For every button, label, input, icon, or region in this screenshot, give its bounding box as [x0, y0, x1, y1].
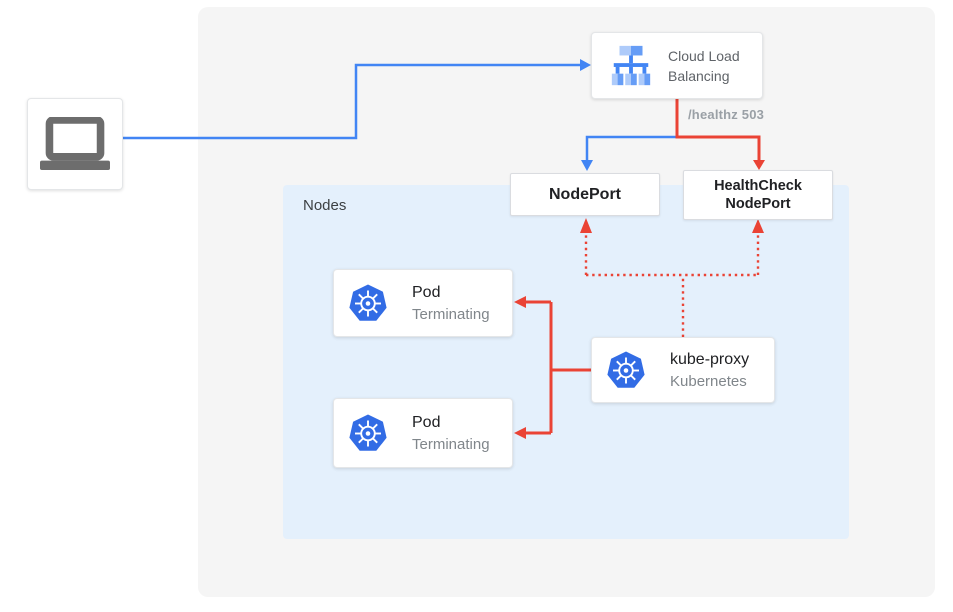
cloud-load-balancing-card: Cloud Load Balancing	[591, 32, 763, 99]
nodeport-box: NodePort	[510, 173, 660, 216]
nodes-label: Nodes	[303, 197, 347, 214]
pod-card-1: Pod Terminating	[333, 269, 513, 337]
kubernetes-icon	[348, 413, 388, 452]
kube-proxy-title: kube-proxy	[670, 350, 750, 368]
kube-proxy-card: kube-proxy Kubernetes	[591, 337, 775, 403]
kube-proxy-subtitle: Kubernetes	[670, 372, 747, 390]
pod-title: Pod	[412, 413, 441, 431]
pod-title: Pod	[412, 283, 441, 301]
healthz-status-label: /healthz 503	[688, 107, 765, 122]
client-laptop-card	[27, 98, 123, 190]
cloud-load-balancing-label: Cloud Load Balancing	[668, 47, 740, 84]
laptop-icon	[40, 116, 110, 170]
kubernetes-icon	[606, 350, 646, 389]
pod-status: Terminating	[412, 435, 490, 453]
healthcheck-nodeport-box: HealthCheck NodePort	[683, 170, 833, 220]
pod-status: Terminating	[412, 305, 490, 323]
nodeport-label: NodePort	[549, 185, 621, 203]
kubernetes-icon	[348, 283, 388, 322]
cloud-load-balancing-icon	[611, 45, 651, 85]
pod-card-2: Pod Terminating	[333, 398, 513, 468]
healthcheck-nodeport-label: HealthCheck NodePort	[714, 178, 802, 212]
